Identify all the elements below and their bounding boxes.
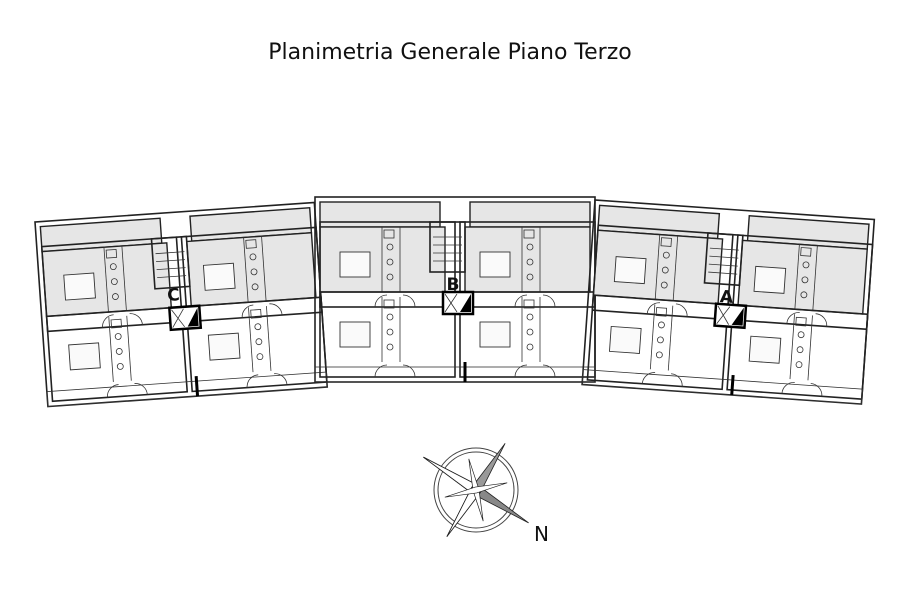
wing-b: B — [315, 197, 595, 382]
page-title: Planimetria Generale Piano Terzo — [268, 40, 632, 65]
stairwell-label-b: B — [447, 275, 460, 295]
north-label: N — [534, 522, 549, 546]
wing-c: C — [35, 202, 327, 406]
wing-a: A — [582, 200, 874, 404]
compass-rose-icon — [423, 443, 529, 537]
stairwell-label-a: A — [719, 287, 734, 308]
stairwell-label-c: C — [167, 285, 181, 306]
